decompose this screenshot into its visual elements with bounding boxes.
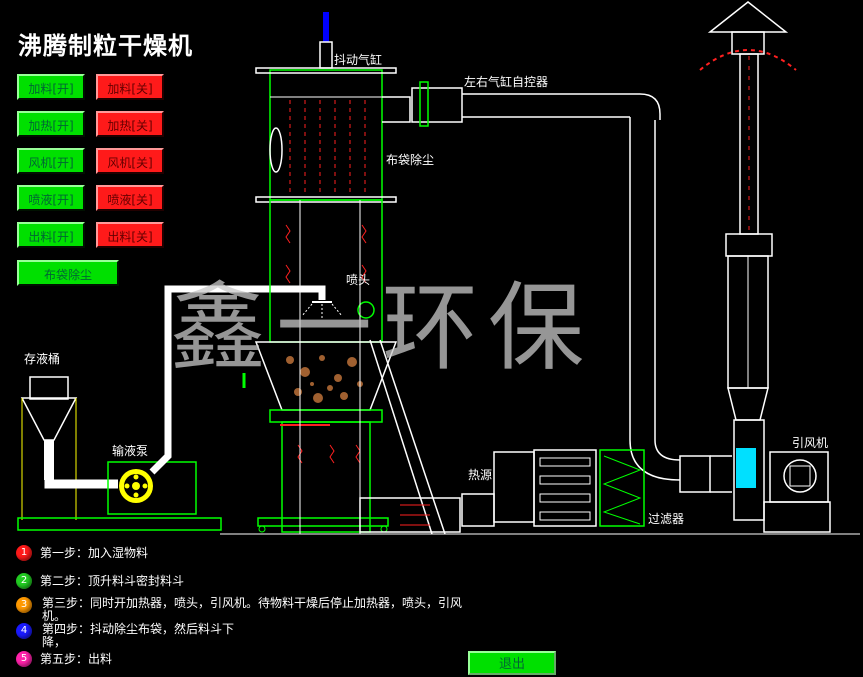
exhaust-duct	[382, 81, 732, 493]
fan-off-button[interactable]: 风机[关]	[96, 148, 164, 174]
spray-off-button[interactable]: 喷液[关]	[96, 185, 164, 211]
watermark: 鑫一环保	[170, 272, 594, 384]
discharge-on-button[interactable]: 出料[开]	[17, 222, 85, 248]
step-number-3: 3	[16, 597, 32, 613]
step-number-2: 2	[16, 572, 32, 589]
step-number-1: 1	[16, 544, 32, 561]
exit-button[interactable]: 退出	[468, 651, 556, 675]
page-title: 沸腾制粒干燥机	[18, 32, 193, 60]
fan-label: 引风机	[792, 436, 829, 450]
left-right-cylinder-label: 左右气缸自控器	[464, 75, 549, 89]
step-number-4: 4	[16, 623, 32, 639]
nozzle-label: 喷头	[346, 273, 371, 287]
feed-on-button[interactable]: 加料[开]	[17, 74, 85, 100]
liquid-tank-icon	[20, 376, 78, 520]
pump-icon	[107, 461, 197, 515]
dryer-column	[242, 12, 446, 535]
liquid-tank-label: 存液桶	[24, 352, 61, 366]
fan-on-button[interactable]: 风机[开]	[17, 148, 85, 174]
discharge-off-button[interactable]: 出料[关]	[96, 222, 164, 248]
bag-dust-button[interactable]: 布袋除尘	[17, 260, 119, 286]
heat-on-button[interactable]: 加热[开]	[17, 111, 85, 137]
filter-label: 过滤器	[648, 512, 685, 526]
step-number-5: 5	[16, 650, 32, 667]
bag-filter-label: 布袋除尘	[386, 153, 435, 167]
chimney	[699, 1, 797, 521]
feed-off-button[interactable]: 加料[关]	[96, 74, 164, 100]
spray-on-button[interactable]: 喷液[开]	[17, 185, 85, 211]
shake-cylinder-label: 抖动气缸	[334, 53, 383, 67]
heater	[359, 449, 645, 533]
pump-label: 输液泵	[112, 444, 149, 458]
fan-icon	[763, 451, 831, 533]
heat-off-button[interactable]: 加热[关]	[96, 111, 164, 137]
heat-source-label: 热源	[468, 468, 493, 482]
